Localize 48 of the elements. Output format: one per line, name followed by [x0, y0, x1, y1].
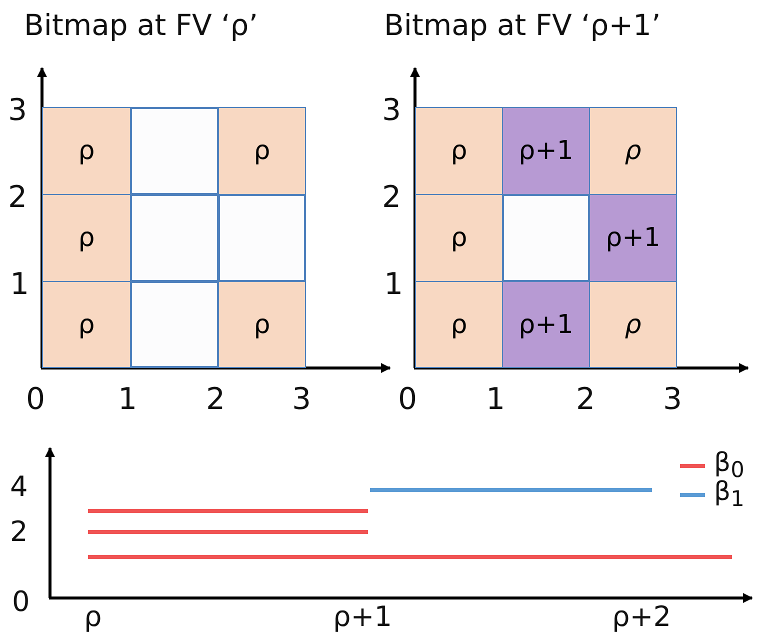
axis-tick-label: 2 — [382, 180, 402, 215]
axis-tick-label: 1 — [384, 267, 404, 302]
axis-tick-label: 0 — [12, 585, 30, 618]
grid-cell — [589, 281, 677, 368]
grid-cell — [415, 281, 503, 368]
cell-value: ρ — [78, 136, 95, 166]
axis-tick-label: 3 — [292, 382, 312, 417]
panel-title: Bitmap at FV ‘ρ’ — [24, 8, 258, 42]
axis-tick-label: 0 — [398, 382, 418, 417]
cell-value: ρ+1 — [606, 223, 660, 253]
grid-cell — [42, 281, 131, 368]
cell-value: ρ — [450, 310, 468, 340]
axis-tick-label: 3 — [8, 93, 28, 128]
axis-tick-label: 2 — [206, 382, 226, 417]
grid-cell — [42, 194, 131, 282]
grid-cell — [415, 194, 503, 282]
axis-tick-label: 1 — [118, 382, 138, 417]
panel-title: Bitmap at FV ‘ρ+1’ — [384, 8, 661, 42]
axis-tick-label: 3 — [382, 93, 402, 128]
cell-value: ρ — [78, 223, 95, 253]
axis-tick-label: 2 — [10, 515, 28, 548]
axis-tick-label: ρ+1 — [333, 600, 392, 633]
axis-tick-label: 2 — [8, 180, 28, 215]
axis-tick-label: 0 — [26, 382, 46, 417]
grid-cell — [589, 107, 677, 195]
axis-tick-label: ρ — [84, 600, 102, 633]
axis-tick-label: 4 — [10, 470, 28, 503]
cell-value: ρ — [78, 310, 95, 340]
cell-value: ρ — [254, 310, 270, 340]
axis-tick-label: 1 — [10, 267, 30, 302]
grid-cell — [218, 107, 306, 195]
cell-value: ρ+1 — [518, 136, 574, 166]
grid-cell — [218, 281, 306, 368]
axis-tick-label: 1 — [486, 382, 506, 417]
cell-value: ρ — [624, 136, 642, 166]
cell-value: ρ — [450, 223, 468, 253]
axis-tick-label: 2 — [576, 382, 596, 417]
grid-cell — [502, 281, 590, 368]
grid-cell — [502, 107, 590, 195]
cell-value: ρ — [624, 310, 642, 340]
grid-cell — [415, 107, 503, 195]
grid-cell — [589, 194, 677, 282]
axis-tick-label: 3 — [663, 382, 682, 417]
cell-value: ρ — [254, 136, 270, 166]
grid-cell — [42, 107, 131, 195]
cell-value: ρ — [450, 136, 468, 166]
axis-tick-label: ρ+2 — [612, 600, 672, 633]
cell-value: ρ+1 — [518, 310, 574, 340]
